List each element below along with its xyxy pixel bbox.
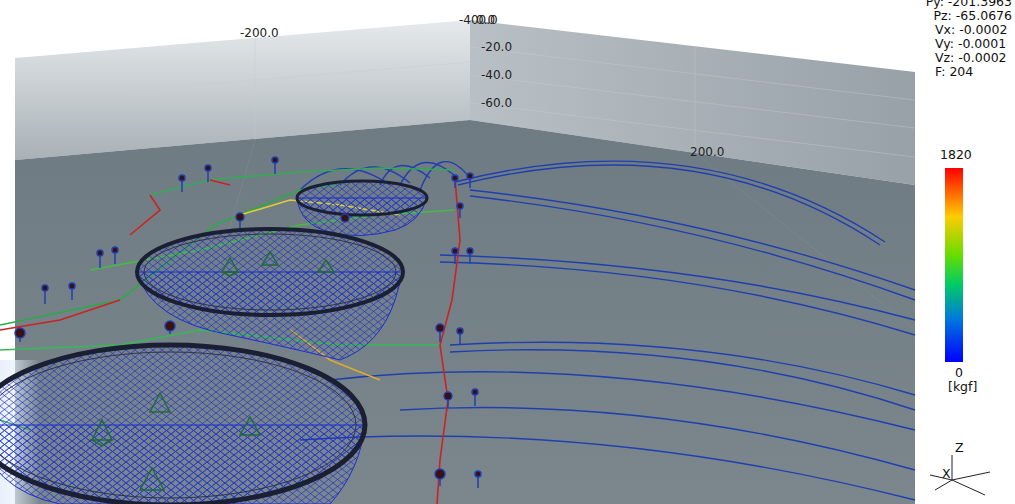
readout-text: 0 <box>955 366 963 380</box>
readout-text: [kgf] <box>948 380 977 394</box>
readout-text: 1820 <box>940 148 972 162</box>
readout-text: X <box>942 467 951 481</box>
axis-tick: -60.0 <box>481 96 512 110</box>
axis-tick: 0.0 <box>476 13 495 27</box>
readout-text: F: 204 <box>935 65 973 79</box>
readout-text: Py: -201.3963 <box>926 0 1012 9</box>
readout-text: Z <box>955 441 964 455</box>
axis-tick: -40.0 <box>481 68 512 82</box>
readout-text: Vz: -0.0002 <box>935 51 1007 65</box>
readout-text: Pz: -65.0676 <box>934 9 1013 23</box>
axis-tick: -200.0 <box>240 26 279 40</box>
axis-tick: 200.0 <box>690 145 724 159</box>
axis-tick: -20.0 <box>481 40 512 54</box>
readout-text: Vx: -0.0002 <box>935 23 1007 37</box>
readout-text: Vy: -0.0001 <box>935 37 1006 51</box>
